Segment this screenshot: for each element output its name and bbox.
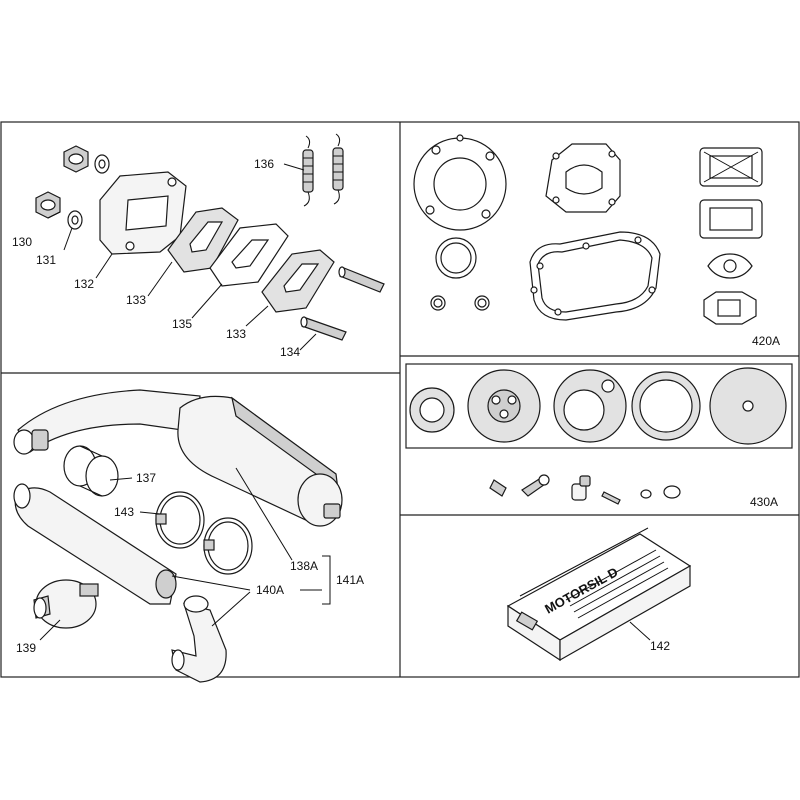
clamp-143-b [203, 517, 253, 575]
expansion-chamber [13, 483, 177, 605]
nut-130 [35, 191, 61, 219]
label-134: 134 [280, 345, 300, 359]
label-137: 137 [136, 471, 156, 485]
o-ring-small-b [474, 295, 490, 311]
label-143: 143 [114, 505, 134, 519]
spacer-135 [209, 223, 289, 287]
nut-upper [63, 145, 89, 173]
spring-136-a [302, 135, 314, 207]
gasket-133-a [167, 207, 239, 273]
silencer-138A [177, 395, 343, 527]
exhaust-parts-panel: 137 143 138A 141A 140A 139 [13, 389, 364, 683]
elbow-pipe-140A [171, 595, 227, 683]
washer-upper [94, 154, 110, 174]
carb-spring [489, 479, 507, 497]
leader-142 [629, 621, 651, 641]
sealant-box-142: MOTORSIL D [506, 527, 692, 662]
head-gasket [413, 134, 507, 231]
cylinder-base-gasket [545, 143, 621, 213]
label-136: 136 [254, 157, 274, 171]
stud-134 [300, 316, 347, 341]
intake-parts-panel: 130 131 132 133 135 133 134 136 [12, 133, 385, 359]
label-133-a: 133 [126, 293, 146, 307]
carb-diaphragm-a [467, 369, 541, 443]
exhaust-header-pipe [13, 389, 201, 455]
intake-flange-132 [99, 171, 187, 255]
carb-needle [601, 491, 621, 505]
stud-upper [338, 266, 385, 293]
carb-gasket-ring [409, 387, 455, 433]
label-140A: 140A [256, 583, 284, 597]
leader-lines-panel1 [47, 163, 317, 351]
o-ring-large [435, 237, 477, 279]
carb-screw [521, 474, 550, 497]
sealant-panel: MOTORSIL D 142 [506, 527, 692, 662]
carb-gasket-b [553, 369, 627, 443]
label-130: 130 [12, 235, 32, 249]
reed-gasket-a [699, 147, 763, 187]
clamp-143-a [155, 491, 205, 549]
label-141A: 141A [336, 573, 364, 587]
panel-frame [0, 121, 800, 678]
gasket-kit-420A-panel: 420A [413, 134, 780, 348]
carb-diaphragm-d [709, 367, 787, 445]
reed-gasket-b [699, 199, 763, 239]
o-ring-small-a [430, 295, 446, 311]
spring-136-b [332, 133, 344, 205]
silencer-139 [33, 579, 99, 629]
carb-washer-b [663, 485, 681, 499]
label-420A: 420A [752, 334, 780, 348]
label-131: 131 [36, 253, 56, 267]
label-142: 142 [650, 639, 670, 653]
label-430A: 430A [750, 495, 778, 509]
label-133-b: 133 [226, 327, 246, 341]
crankcase-gasket [529, 231, 661, 321]
flange-gasket-small-a [707, 253, 753, 279]
label-139: 139 [16, 641, 36, 655]
label-138A: 138A [290, 559, 318, 573]
carb-needle-seat [571, 475, 591, 501]
carburetor-kit-430A-panel: 430A [405, 363, 793, 509]
label-135: 135 [172, 317, 192, 331]
gasket-133-b [261, 249, 335, 313]
clamp-137 [63, 445, 119, 497]
label-132: 132 [74, 277, 94, 291]
carb-gasket-c [631, 371, 701, 441]
leader-lines-panel3 [39, 467, 331, 641]
washer-131 [67, 210, 83, 230]
carb-washer-a [640, 489, 652, 499]
flange-gasket-small-b [703, 291, 757, 325]
